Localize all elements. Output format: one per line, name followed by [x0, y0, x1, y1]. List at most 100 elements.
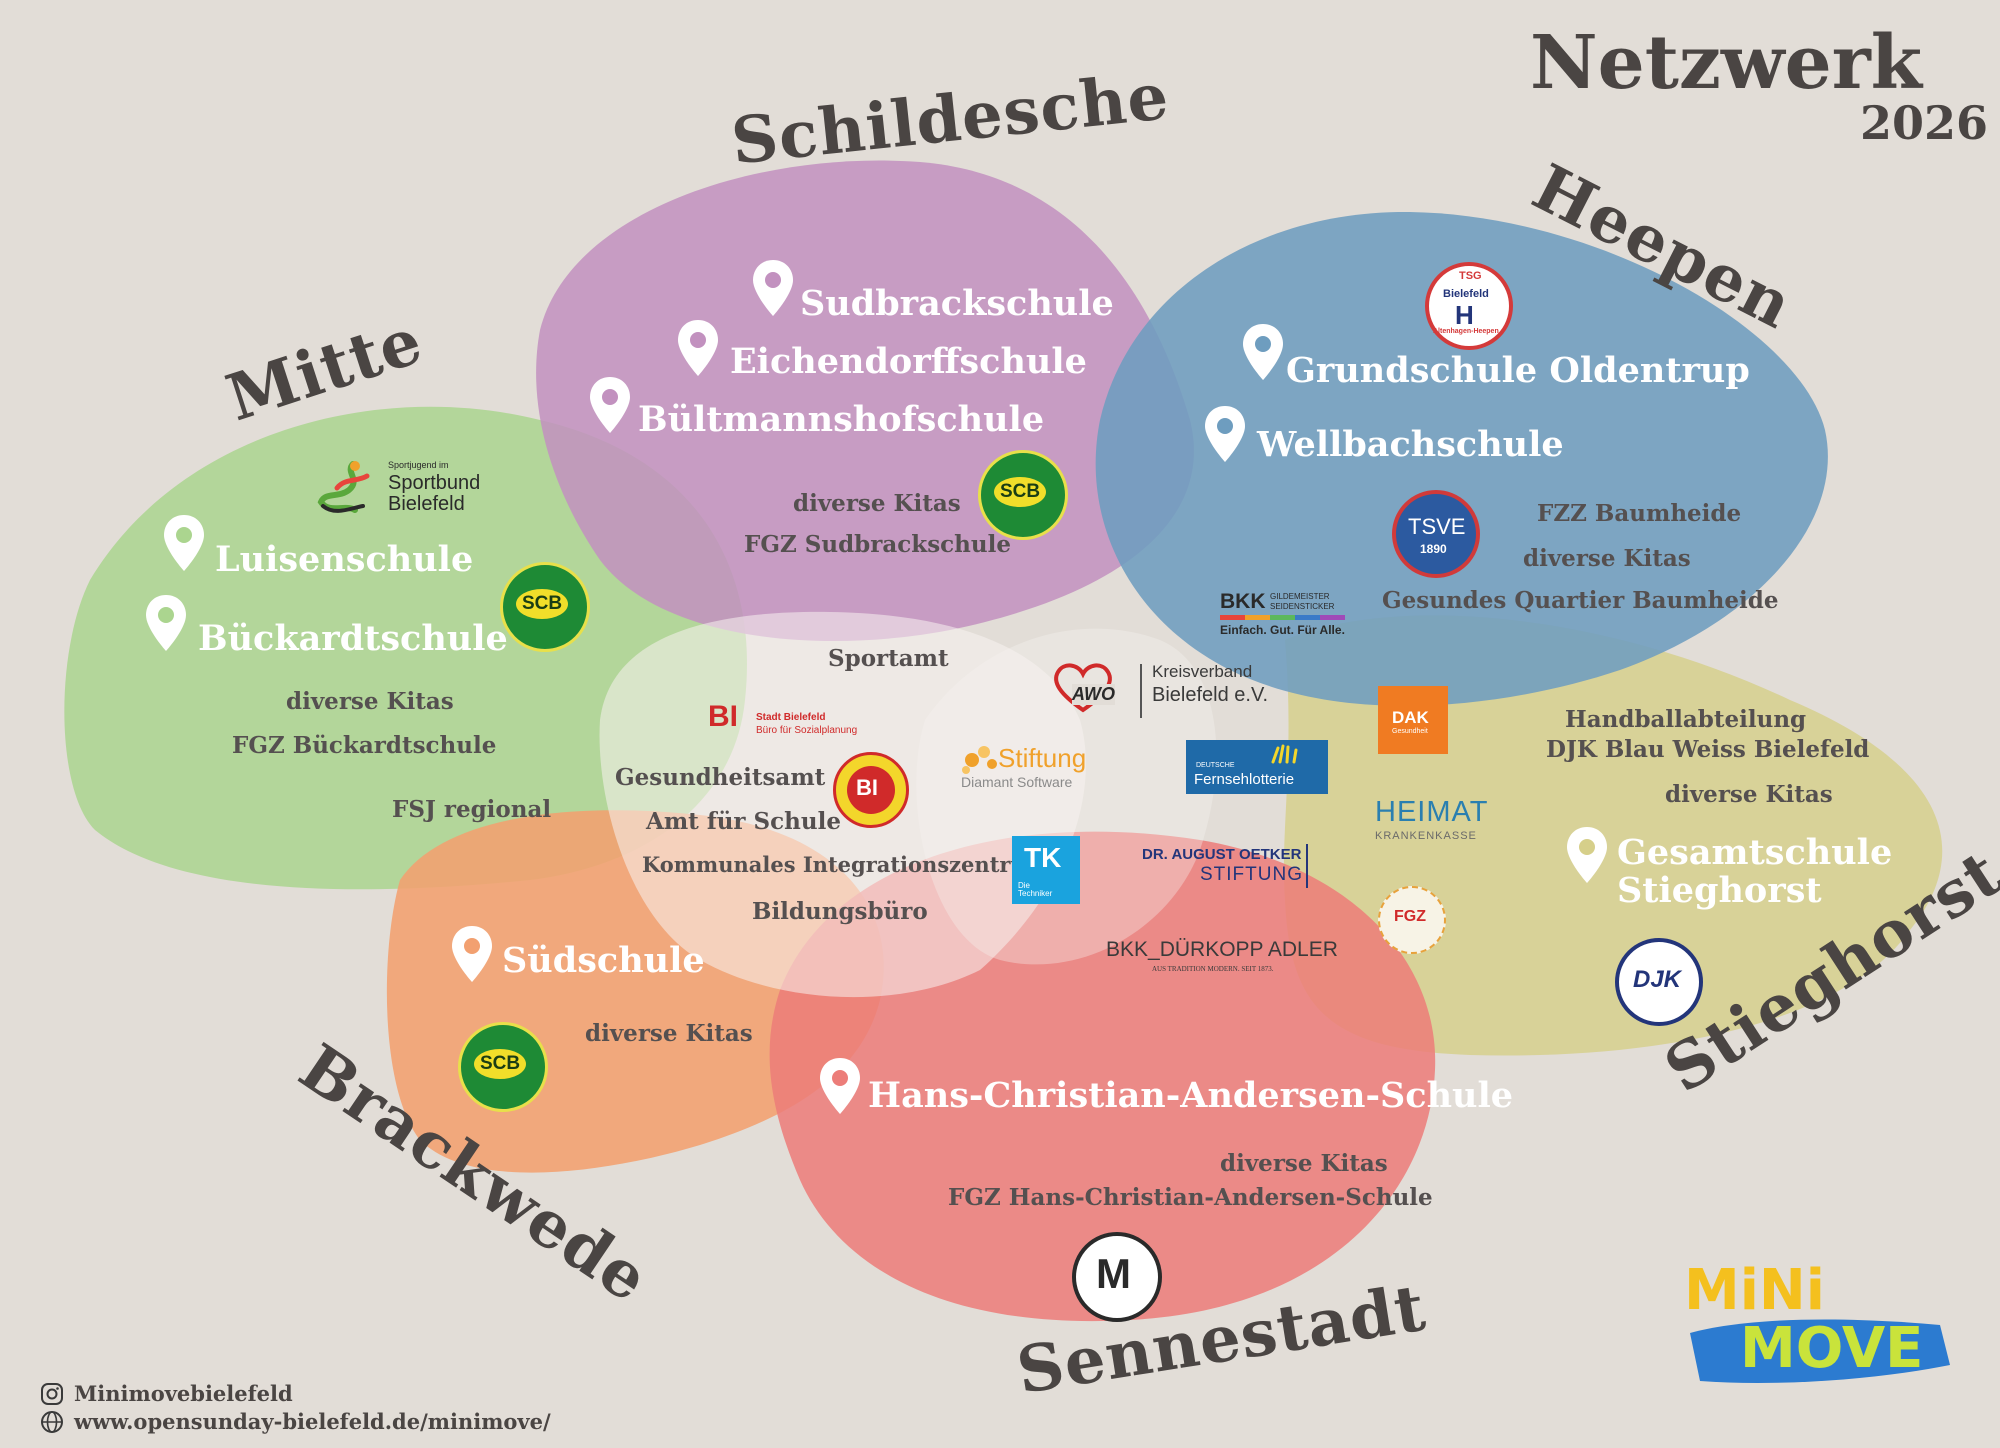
- school-grundschule-oldentrup: Grundschule Oldentrup: [1286, 350, 1750, 391]
- bielefeld-badge-logo: BI: [833, 752, 909, 828]
- awo-heart-icon: [1054, 663, 1112, 713]
- school-bueltmannshofschule: Bültmannshofschule: [638, 399, 1045, 440]
- scb-logo: SCB: [500, 562, 590, 652]
- dak-logo-sub: Gesundheit: [1392, 728, 1428, 735]
- note-fzz-baumheide: FZZ Baumheide: [1537, 500, 1742, 527]
- note-bildungsbuero: Bildungsbüro: [752, 898, 928, 925]
- note-sportamt: Sportamt: [828, 645, 949, 672]
- bkk-gildemeister-logo: BKK GILDEMEISTER SEIDENSTICKER Einfach. …: [1220, 590, 1345, 640]
- dak-logo-mark: DAK: [1392, 708, 1429, 727]
- note-heepen-kitas: diverse Kitas: [1523, 545, 1691, 572]
- scb-logo: SCB: [458, 1022, 548, 1112]
- sportbund-line1: Sportbund: [388, 472, 481, 494]
- minimove-brush-stroke: [1690, 1319, 1950, 1384]
- school-suedschule: Südschule: [502, 940, 705, 981]
- scb-logo-mark: SCB: [516, 589, 568, 619]
- tsve-logo-year: 1890: [1420, 542, 1447, 556]
- awo-logo: AWO Kreisverband Bielefeld e.V.: [1050, 660, 1280, 722]
- fernsehlotterie-hand-icon: [1271, 744, 1298, 764]
- bielefeld-badge-mark: BI: [856, 775, 878, 800]
- note-gesundes-quartier: Gesundes Quartier Baumheide: [1382, 587, 1779, 614]
- bkk-da-line2: AUS TRADITION MODERN. SEIT 1873.: [1152, 965, 1274, 973]
- bkk-duerkopp-logo: BKK_DÜRKOPP ADLER AUS TRADITION MODERN. …: [1106, 938, 1338, 978]
- stadt-bi-line2: Büro für Sozialplanung: [756, 725, 858, 736]
- fgz-mark: FGZ: [1394, 908, 1426, 925]
- tsg-logo-h: H: [1455, 300, 1474, 330]
- stiftung-sub: Diamant Software: [961, 774, 1073, 790]
- globe-icon: [41, 1411, 63, 1433]
- tsg-logo: TSG Bielefeld H Altenhagen-Heepen: [1425, 262, 1513, 350]
- awo-line1: Kreisverband: [1152, 662, 1253, 681]
- fussballclub-mark: M: [1096, 1250, 1131, 1297]
- stadt-bi-line1: Stadt Bielefeld: [756, 712, 826, 723]
- tsve-logo-name: TSVE: [1408, 514, 1466, 539]
- footer-instagram[interactable]: Minimovebielefeld: [74, 1381, 293, 1406]
- school-bueckardtschule: Bückardtschule: [198, 618, 508, 659]
- location-pin-icon: [164, 515, 204, 571]
- tsg-logo-bottom: Altenhagen-Heepen: [1433, 328, 1499, 335]
- fussballclub-logo: M: [1072, 1232, 1162, 1322]
- stiftung-diamant-logo: Stiftung Diamant Software: [958, 740, 1118, 790]
- dak-logo: DAK Gesundheit: [1378, 686, 1448, 754]
- location-pin-icon: [1243, 324, 1283, 380]
- location-pin-icon: [753, 260, 793, 316]
- note-stieghorst-kitas: diverse Kitas: [1665, 781, 1833, 808]
- note-fgz-sudbrackschule: FGZ Sudbrackschule: [744, 531, 1011, 558]
- stadt-bi-mark: BI: [708, 700, 738, 733]
- djk-logo: DJK: [1615, 938, 1703, 1026]
- bielefeld-badge-core: [847, 766, 895, 814]
- school-hans-christian-andersen: Hans-Christian-Andersen-Schule: [868, 1075, 1514, 1116]
- heimat-line2: KRANKENKASSE: [1375, 830, 1477, 842]
- minimove-move: MOVE: [1740, 1316, 1924, 1381]
- tk-sub: Die Techniker: [1018, 881, 1053, 898]
- sportbund-small: Sportjugend im: [388, 460, 449, 470]
- region-stieghorst: [1283, 615, 1943, 1056]
- note-mitte-kitas: diverse Kitas: [286, 688, 454, 715]
- note-schildesche-kitas: diverse Kitas: [793, 490, 961, 517]
- oetker-divider: [1306, 844, 1308, 888]
- school-wellbachschule: Wellbachschule: [1257, 424, 1564, 465]
- diagram-year: 2026: [1860, 96, 1989, 150]
- minimove-logo: MiNi MOVE: [1680, 1258, 1960, 1398]
- footer-website[interactable]: www.opensunday-bielefeld.de/minimove/: [74, 1409, 551, 1434]
- tsg-logo-name: Bielefeld: [1443, 288, 1489, 300]
- school-sudbrackschule: Sudbrackschule: [800, 283, 1114, 324]
- bkk-gs-claim: Einfach. Gut. Für Alle.: [1220, 623, 1345, 637]
- location-pin-icon: [146, 595, 186, 651]
- bkk-gs-mark: BKK: [1220, 590, 1266, 613]
- tk-mark: TK: [1024, 842, 1062, 873]
- school-stieghorst: Stieghorst: [1617, 870, 1822, 911]
- oetker-stiftung-logo: DR. AUGUST OETKER STIFTUNG: [1142, 844, 1312, 890]
- oetker-line1: DR. AUGUST OETKER: [1142, 846, 1302, 863]
- note-handballabteilung: Handballabteilung: [1565, 706, 1807, 733]
- fernsehlotterie-line1: DEUTSCHE: [1196, 762, 1235, 769]
- minimove-mini: MiNi: [1684, 1258, 1825, 1323]
- sportbund-logo: Sportjugend im Sportbund Bielefeld: [315, 458, 495, 516]
- note-amt-fuer-schule: Amt für Schule: [646, 808, 841, 835]
- heimat-krankenkasse-logo: HEIMAT KRANKENKASSE: [1375, 796, 1505, 846]
- djk-mark: DJK: [1633, 966, 1682, 993]
- awo-mark: AWO: [1072, 684, 1115, 705]
- awo-line2: Bielefeld e.V.: [1152, 684, 1269, 706]
- school-eichendorffschule: Eichendorffschule: [730, 341, 1087, 382]
- tsg-logo-top: TSG: [1459, 270, 1482, 282]
- scb-logo-mark: SCB: [994, 477, 1046, 507]
- scb-logo-mark: SCB: [474, 1049, 526, 1079]
- school-luisenschule: Luisenschule: [215, 539, 474, 580]
- bkk-da-line1: BKK_DÜRKOPP ADLER: [1106, 938, 1338, 961]
- stiftung-dots-icon: [962, 746, 997, 774]
- note-brackwede-kitas: diverse Kitas: [585, 1020, 753, 1047]
- location-pin-icon: [1205, 406, 1245, 462]
- note-kommunales-integrationszentrum: Kommunales Integrationszentrum: [642, 852, 1048, 877]
- location-pin-icon: [452, 926, 492, 982]
- region-mitte: [64, 406, 747, 890]
- bkk-gs-line1: GILDEMEISTER: [1270, 592, 1330, 601]
- location-pin-icon: [678, 320, 718, 376]
- note-gesundheitsamt: Gesundheitsamt: [615, 764, 826, 791]
- location-pin-icon: [1567, 827, 1607, 883]
- fgz-logo: FGZ: [1378, 886, 1446, 954]
- note-fsj-regional: FSJ regional: [392, 796, 552, 823]
- note-sennestadt-kitas: diverse Kitas: [1220, 1150, 1388, 1177]
- sportbund-line2: Bielefeld: [388, 493, 465, 515]
